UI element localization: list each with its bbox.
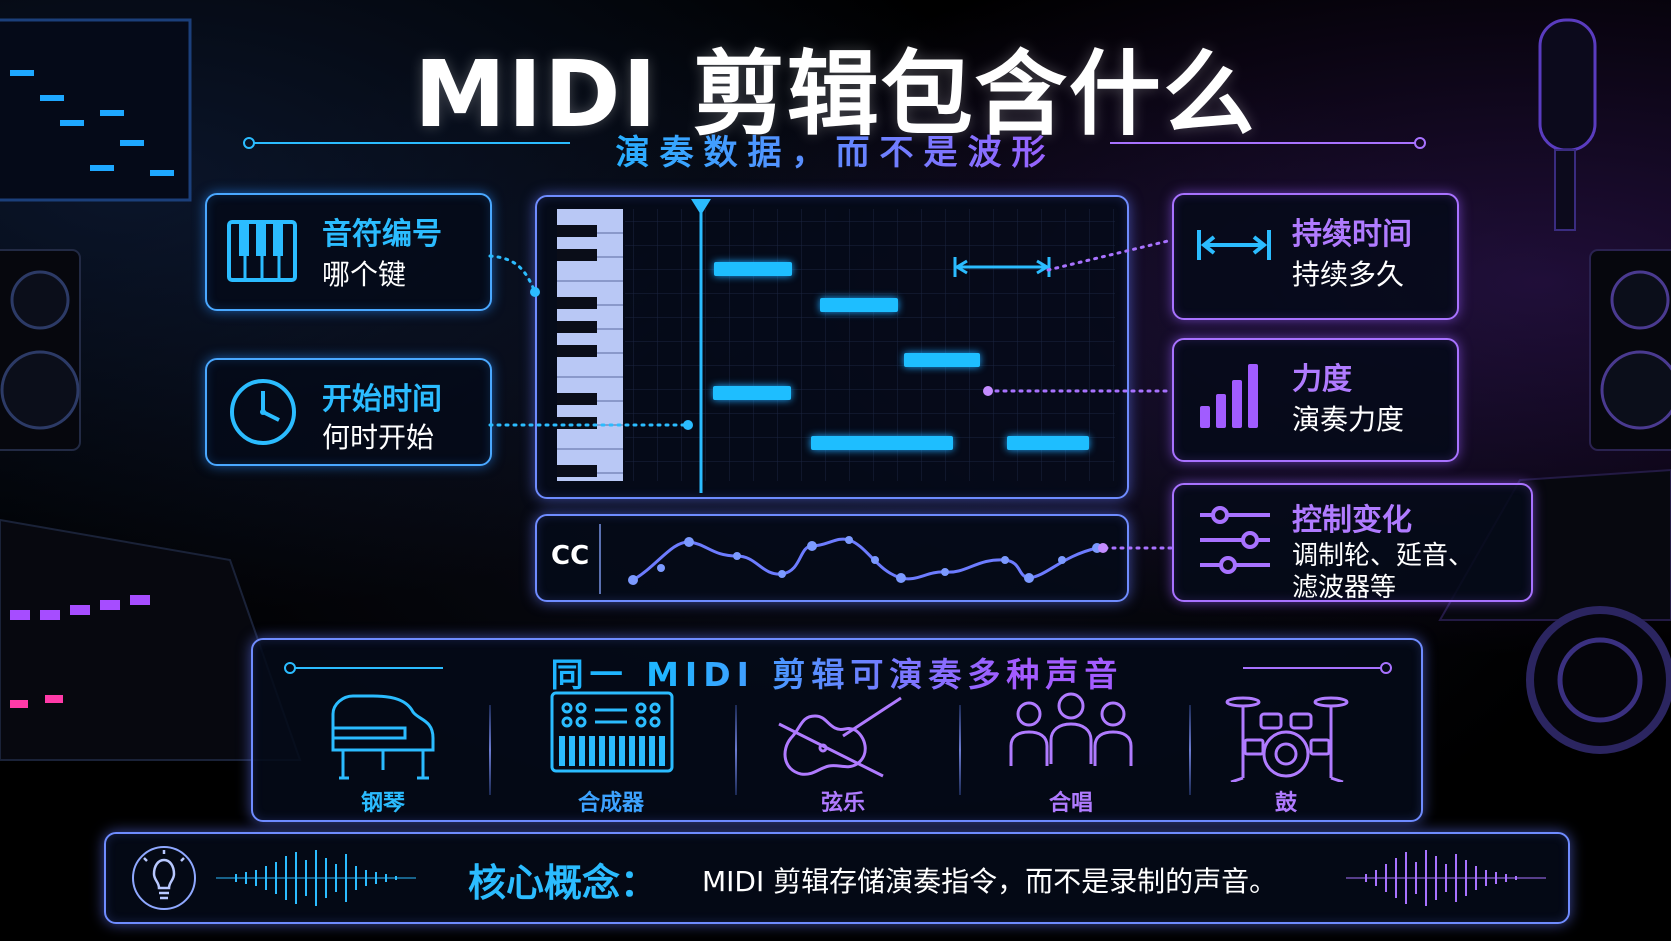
page-title: MIDI 剪辑包含什么 xyxy=(414,41,1257,148)
page-subtitle: 演奏数据，而不是波形 xyxy=(0,125,1671,174)
control-change-title: 控制变化 xyxy=(1292,503,1412,538)
drum-kit-icon xyxy=(1225,696,1349,782)
duration-title: 持续时间 xyxy=(1292,217,1412,252)
note-number-title: 音符编号 xyxy=(322,217,442,252)
cc-lane-panel: CC xyxy=(535,514,1129,602)
velocity-card: 力度 演奏力度 xyxy=(1172,338,1459,462)
midi-note xyxy=(904,353,980,367)
control-change-desc-1: 调制轮、延音、 xyxy=(1292,541,1475,571)
note-number-card: 音符编号 哪个键 xyxy=(205,193,492,311)
subtitle-left-line xyxy=(243,137,570,149)
instrument-divider xyxy=(489,705,491,795)
violin-icon xyxy=(778,696,902,778)
instrument-label-piano: 钢琴 xyxy=(360,791,405,816)
instrument-divider xyxy=(959,705,961,795)
midi-notes xyxy=(713,262,1089,450)
piano-keys-icon xyxy=(227,220,297,282)
midi-note xyxy=(1007,436,1089,450)
piano-roll-panel xyxy=(535,195,1129,499)
duration-card: 持续时间 持续多久 xyxy=(1172,193,1459,320)
grand-piano-icon xyxy=(331,694,435,780)
start-time-title: 开始时间 xyxy=(322,382,442,417)
start-time-desc: 何时开始 xyxy=(322,421,435,454)
control-change-card: 控制变化 调制轮、延音、 滤波器等 xyxy=(1172,483,1533,603)
midi-note xyxy=(820,298,898,312)
velocity-title: 力度 xyxy=(1292,362,1352,397)
instrument-divider xyxy=(1189,705,1191,795)
midi-note xyxy=(714,262,792,276)
waveform-right xyxy=(1346,850,1546,906)
instrument-label-strings: 弦乐 xyxy=(820,791,865,816)
core-concept-bar: 核心概念： MIDI 剪辑存储演奏指令，而不是录制的声音。 xyxy=(104,832,1570,924)
instrument-label-choir: 合唱 xyxy=(1048,791,1093,816)
duration-marker xyxy=(953,257,1051,277)
choir-icon xyxy=(1009,692,1133,766)
core-concept-label: 核心概念： xyxy=(468,861,659,905)
start-time-card: 开始时间 何时开始 xyxy=(205,358,492,466)
instrument-divider xyxy=(735,705,737,795)
midi-note xyxy=(811,436,953,450)
control-change-desc-2: 滤波器等 xyxy=(1292,573,1397,603)
core-concept-text: MIDI 剪辑存储演奏指令，而不是录制的声音。 xyxy=(702,865,1278,898)
duration-arrows-icon xyxy=(1197,230,1271,260)
clock-icon xyxy=(230,379,296,445)
waveform-left xyxy=(216,850,416,906)
instrument-label-drums: 鼓 xyxy=(1274,791,1297,816)
lightbulb-icon xyxy=(132,846,196,910)
note-number-desc: 哪个键 xyxy=(322,258,407,291)
instruments-left-line xyxy=(284,662,443,674)
instruments-heading: 同一 MIDI 剪辑可演奏多种声音 xyxy=(253,648,1421,696)
midi-note xyxy=(713,386,791,400)
duration-desc: 持续多久 xyxy=(1292,258,1405,291)
instruments-right-line xyxy=(1243,662,1392,674)
instruments-panel: 同一 MIDI 剪辑可演奏多种声音 钢琴 合成器 xyxy=(251,638,1423,822)
playhead xyxy=(691,199,711,493)
subtitle-right-line xyxy=(1110,137,1426,149)
velocity-desc: 演奏力度 xyxy=(1292,403,1405,436)
synthesizer-icon xyxy=(550,691,674,773)
cc-lane-label: CC xyxy=(551,541,590,571)
instrument-label-synth: 合成器 xyxy=(577,791,644,816)
piano-roll xyxy=(557,199,1115,493)
sliders-icon xyxy=(1200,506,1270,574)
velocity-bars-icon xyxy=(1200,364,1258,428)
